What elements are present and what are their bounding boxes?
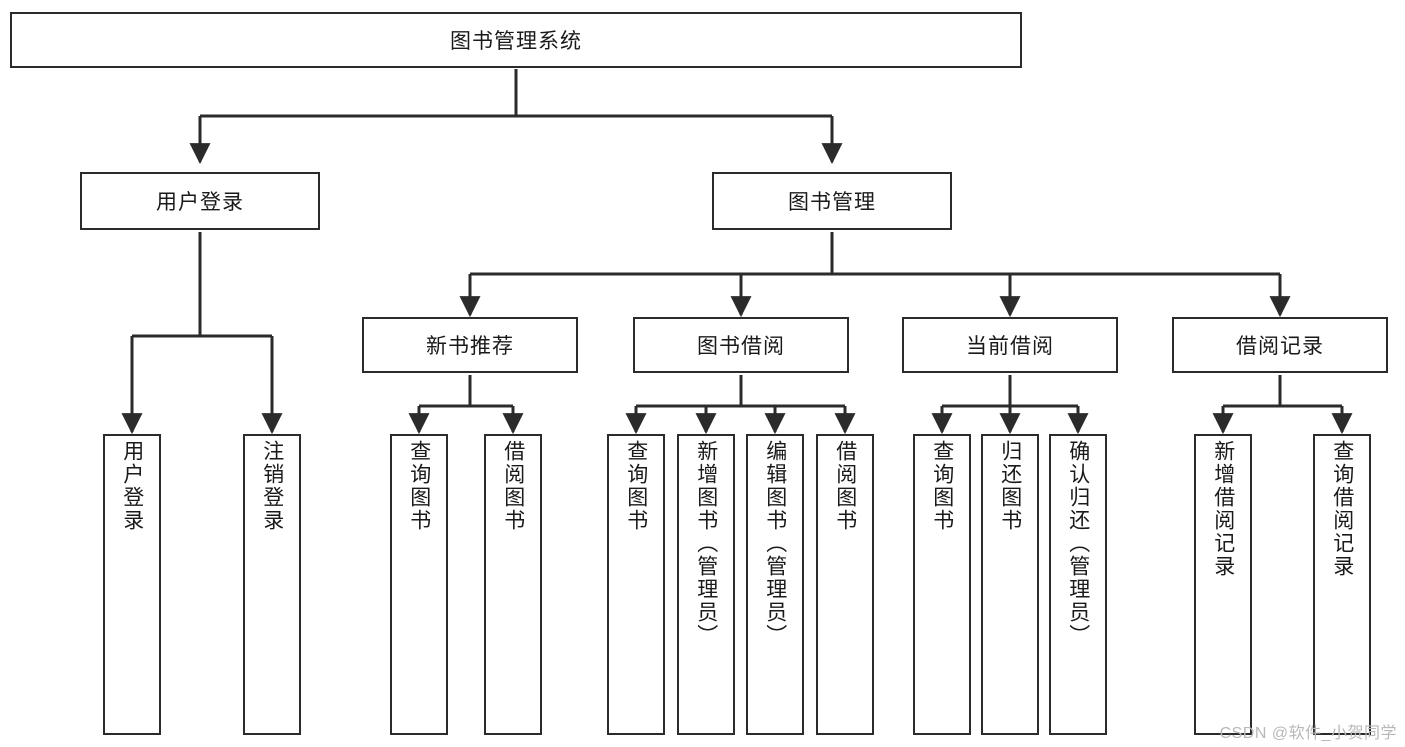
node-user-login[interactable]: 用户登录 (80, 172, 320, 230)
node-label: 用户登录 (120, 440, 144, 532)
node-current-borrow[interactable]: 当前借阅 (902, 317, 1118, 373)
node-label: 新增图书（管理员） (694, 440, 718, 647)
leaf-user-login-logout[interactable]: 注销登录 (243, 434, 301, 735)
node-label: 查询图书 (624, 440, 648, 532)
leaf-current-borrow-return[interactable]: 归还图书 (981, 434, 1039, 735)
leaf-user-login-login[interactable]: 用户登录 (103, 434, 161, 735)
leaf-current-borrow-query[interactable]: 查询图书 (913, 434, 971, 735)
leaf-book-borrow-add[interactable]: 新增图书（管理员） (677, 434, 735, 735)
leaf-new-book-borrow[interactable]: 借阅图书 (484, 434, 542, 735)
csdn-watermark: CSDN @软件_小贺同学 (1219, 725, 1397, 742)
node-label: 用户登录 (156, 191, 244, 214)
node-label: 图书管理系统 (450, 30, 582, 53)
leaf-new-book-query[interactable]: 查询图书 (390, 434, 448, 735)
node-book-borrow[interactable]: 图书借阅 (633, 317, 849, 373)
node-root-system[interactable]: 图书管理系统 (10, 12, 1022, 68)
node-borrow-record[interactable]: 借阅记录 (1172, 317, 1388, 373)
leaf-borrow-record-add[interactable]: 新增借阅记录 (1194, 434, 1252, 735)
leaf-book-borrow-query[interactable]: 查询图书 (607, 434, 665, 735)
node-book-management[interactable]: 图书管理 (712, 172, 952, 230)
node-label: 借阅记录 (1236, 335, 1324, 358)
node-label: 新书推荐 (426, 335, 514, 358)
node-label: 归还图书 (998, 440, 1022, 532)
node-label: 借阅图书 (501, 440, 525, 532)
leaf-book-borrow-borrow[interactable]: 借阅图书 (816, 434, 874, 735)
node-label: 查询图书 (407, 440, 431, 532)
leaf-book-borrow-edit[interactable]: 编辑图书（管理员） (746, 434, 804, 735)
node-label: 新增借阅记录 (1211, 440, 1235, 578)
node-label: 编辑图书（管理员） (763, 440, 787, 647)
node-label: 查询图书 (930, 440, 954, 532)
node-label: 确认归还（管理员） (1066, 440, 1090, 647)
node-label: 图书借阅 (697, 335, 785, 358)
leaf-current-borrow-confirm-return[interactable]: 确认归还（管理员） (1049, 434, 1107, 735)
node-label: 当前借阅 (966, 335, 1054, 358)
node-label: 借阅图书 (833, 440, 857, 532)
node-label: 图书管理 (788, 191, 876, 214)
node-new-book-recommend[interactable]: 新书推荐 (362, 317, 578, 373)
node-label: 查询借阅记录 (1330, 440, 1354, 578)
node-label: 注销登录 (260, 440, 284, 532)
leaf-borrow-record-query[interactable]: 查询借阅记录 (1313, 434, 1371, 735)
